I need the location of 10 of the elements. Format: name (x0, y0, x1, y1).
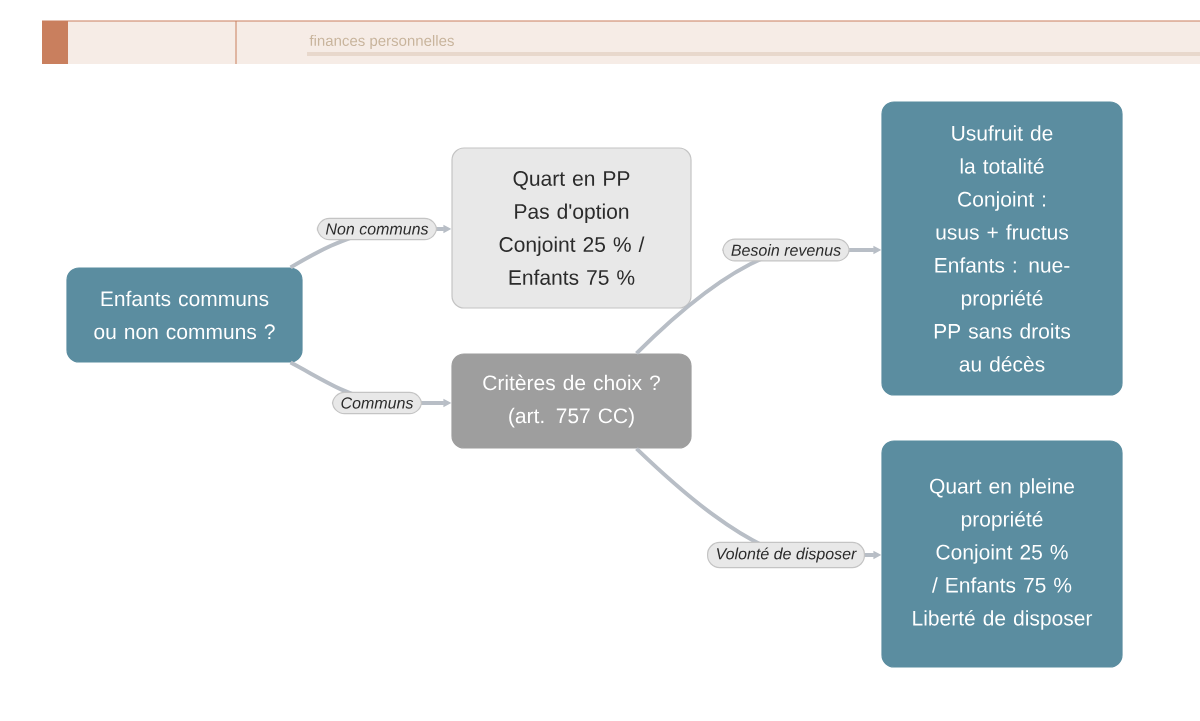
node-box: Quart en pleine propriété Conjoint 25 % / Enfants 75 % Liberté de disposer (881, 440, 1123, 668)
tagline: finances personnelles (309, 35, 454, 49)
node-box: Quart en PP Pas d'option Conjoint 25 % / Enfants 75 % (451, 147, 692, 309)
node-box: Usufruit de la totalité Conjoint : usus + fructus Enfants : nue-propriété PP sans droits au décès (881, 101, 1123, 396)
edge-label: Besoin revenus (731, 244, 841, 256)
edge-label: Communs (341, 397, 414, 409)
edge-label: Volonté de disposer (716, 547, 857, 563)
node-box: Enfants communs ou non communs ? (66, 267, 303, 363)
edge-label: Non communs (325, 223, 429, 235)
node-box: Critères de choix ? (art. 757 CC) (451, 353, 692, 449)
